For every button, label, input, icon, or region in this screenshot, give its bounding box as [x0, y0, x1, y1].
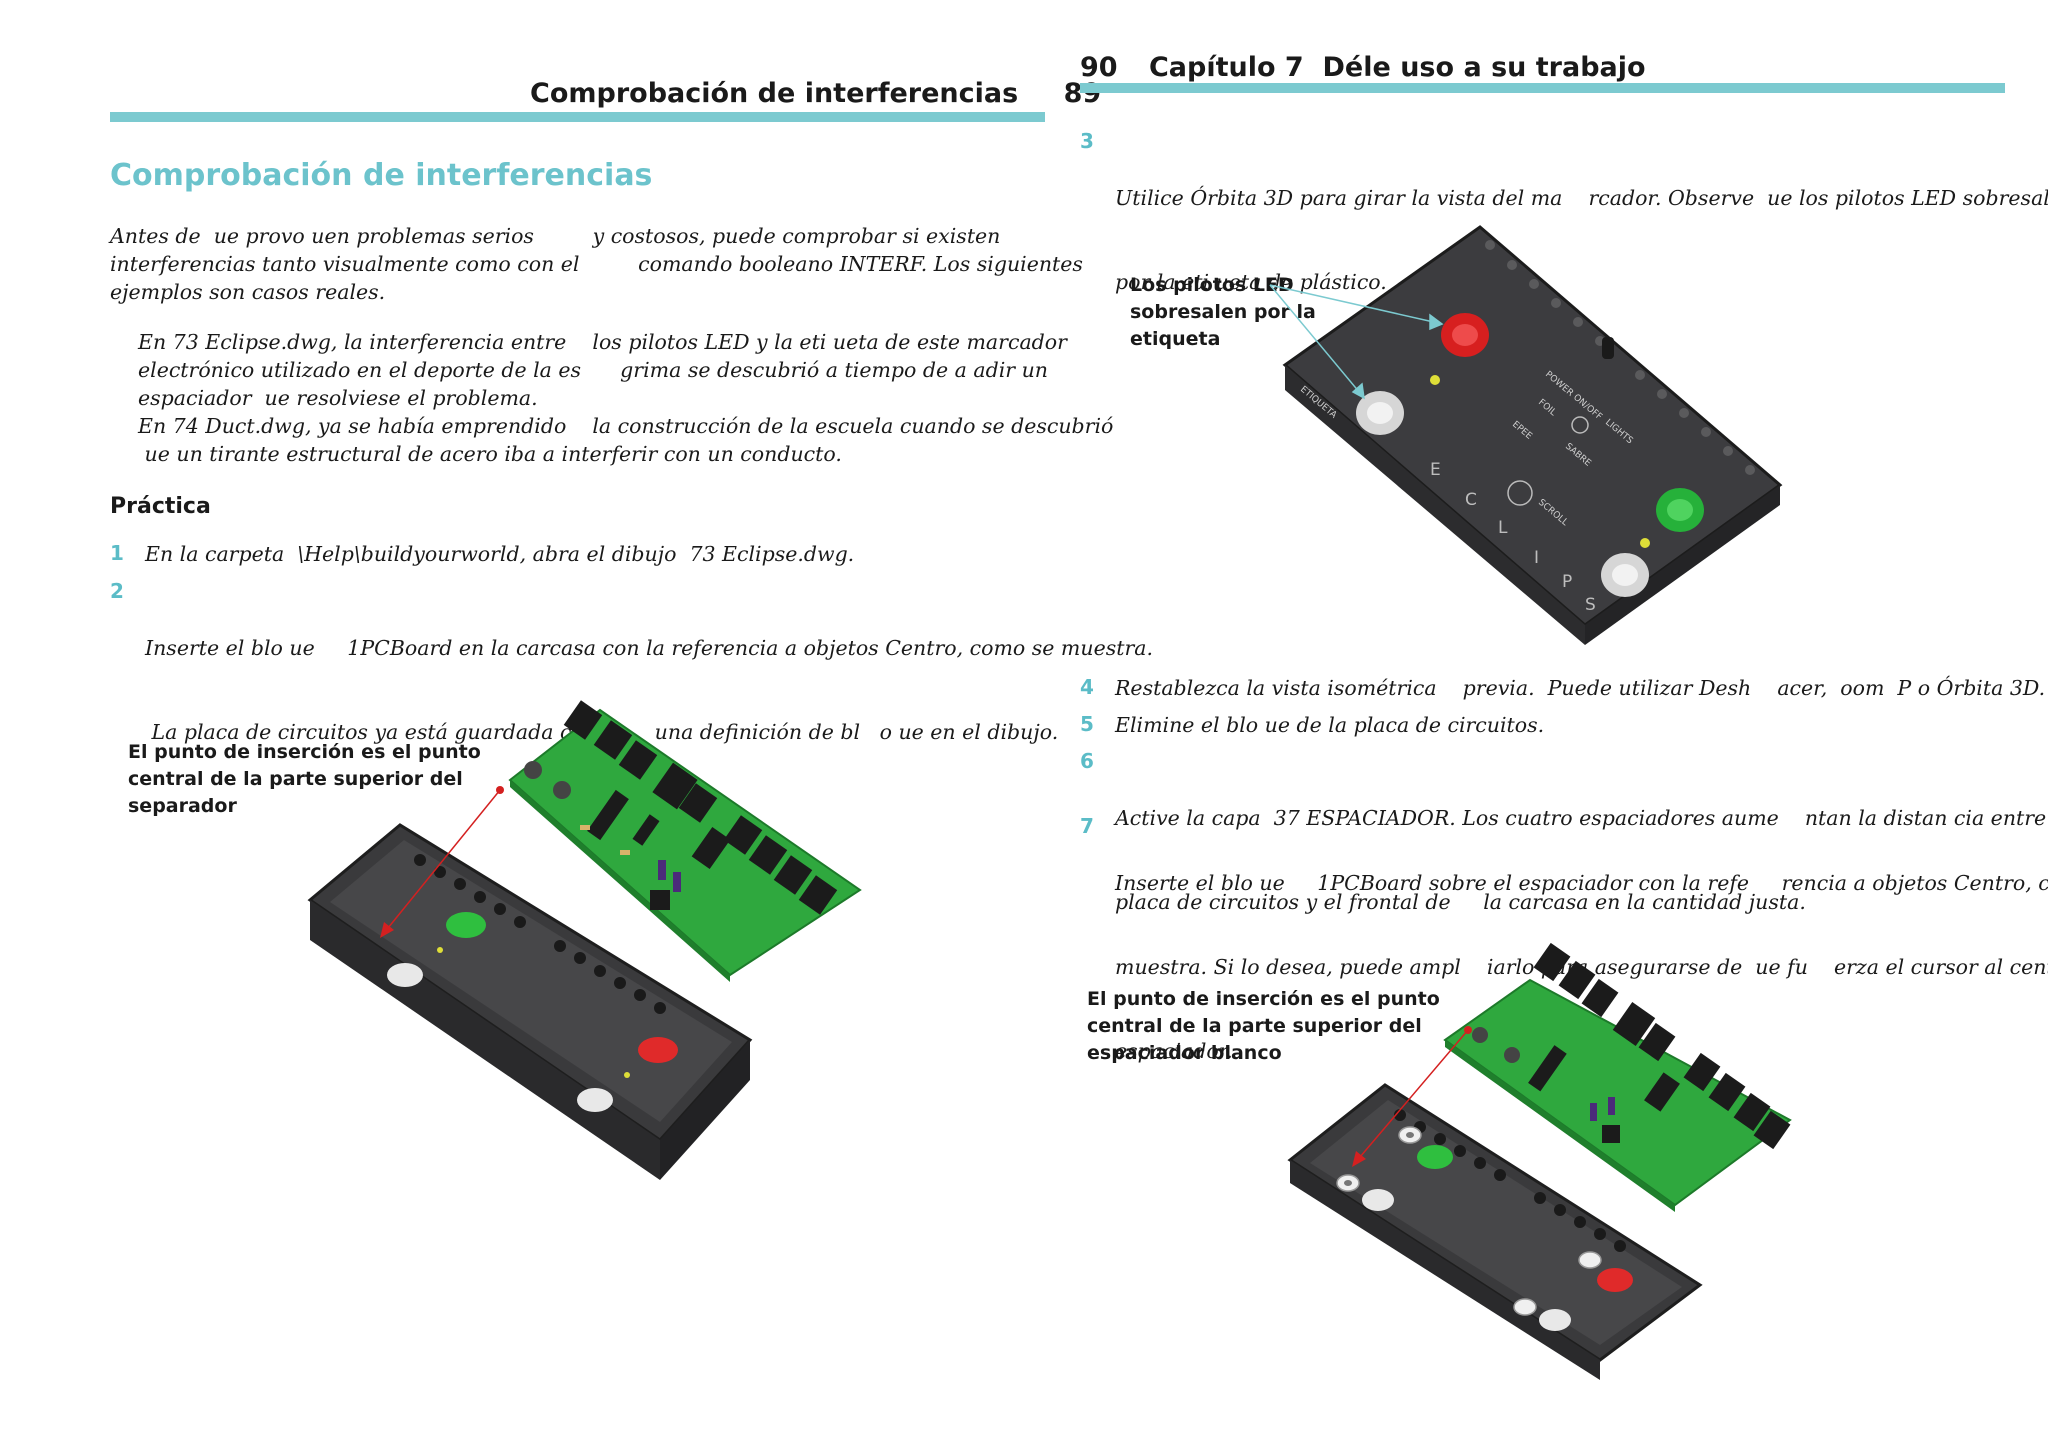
intro-line: interferencias tanto visualmente como co…	[110, 252, 1083, 276]
figure-callout-left: El punto de inserción es el punto centra…	[128, 739, 481, 820]
example-line: espaciador ue resolviese el problema.	[138, 386, 538, 410]
step-line: Inserte el blo ue 1PCBoard en la carcasa…	[145, 636, 1153, 660]
page-number-90: 90	[1080, 52, 1118, 83]
figure-callout-right: El punto de inserción es el punto centra…	[1087, 986, 1440, 1067]
device-letter: I	[1534, 548, 1539, 568]
running-head-left: Comprobación de interferencias 89	[530, 78, 1101, 109]
callout-line: central de la parte superior del	[128, 768, 463, 790]
running-head-chapter: Capítulo 7 Déle uso a su trabajo	[1148, 52, 1646, 83]
step-number: 2	[110, 579, 124, 603]
example-line: electrónico utilizado en el deporte de l…	[138, 358, 1049, 382]
step-line: placa de circuitos y el frontal de la ca…	[1115, 890, 1806, 914]
pcb-board	[508, 700, 862, 982]
callout-line: central de la parte superior del	[1087, 1015, 1422, 1037]
example-line: En 73 Eclipse.dwg, la interferencia entr…	[138, 330, 1067, 354]
step-line: Utilice Órbita 3D para girar la vista de…	[1115, 186, 2048, 210]
figure-pcb-spacer	[1287, 942, 1792, 1380]
device-letter: C	[1465, 490, 1477, 510]
header-rule-left	[110, 112, 1045, 122]
callout-line: espaciador blanco	[1087, 1042, 1282, 1064]
callout-line: El punto de inserción es el punto	[1087, 988, 1440, 1010]
step-line: Active la capa 37 ESPACIADOR. Los cuatro…	[1115, 806, 2048, 830]
callout-line: sobresalen por la	[1130, 301, 1316, 323]
led-callout: Los pilotos LED sobresalen por la etique…	[1130, 272, 1316, 353]
device-letter: E	[1430, 460, 1441, 480]
figure-orbit-view: POWER ON/OFF LIGHTS FOIL EPEE SABRE SCRO…	[1269, 225, 1783, 645]
step-number: 6	[1080, 749, 1094, 773]
intro-paragraph: Antes de ue provo uen problemas serios y…	[110, 222, 1083, 306]
pcb-board	[1443, 942, 1792, 1212]
section-title: Comprobación de interferencias	[110, 158, 653, 193]
device-letter: P	[1562, 572, 1572, 592]
step-number: 7	[1080, 814, 1094, 838]
insertion-arrow	[380, 786, 504, 938]
example-line: En 74 Duct.dwg, ya se había emprendido l…	[138, 414, 1114, 438]
step-text: Restablezca la vista isométrica previa. …	[1115, 676, 2046, 700]
callout-line: etiqueta	[1130, 328, 1221, 350]
header-rule-right	[1080, 83, 2005, 93]
callout-line: Los pilotos LED	[1130, 274, 1294, 296]
step-number: 5	[1080, 712, 1094, 736]
step-number: 4	[1080, 675, 1094, 699]
device-letter: L	[1498, 518, 1508, 538]
step-text: Utilice Órbita 3D para girar la vista de…	[1115, 128, 2048, 352]
intro-line: Antes de ue provo uen problemas serios y…	[110, 224, 1001, 248]
step-text: Elimine el blo ue de la placa de circuit…	[1115, 713, 1545, 737]
figure-pcb-and-case	[307, 700, 862, 1180]
insertion-arrow	[1352, 1026, 1472, 1167]
running-head-title: Comprobación de interferencias	[530, 78, 1019, 109]
device-letters: E C L I P S	[1430, 460, 1596, 615]
step-number: 3	[1080, 129, 1094, 153]
examples-paragraph: En 73 Eclipse.dwg, la interferencia entr…	[138, 328, 1114, 468]
intro-line: ejemplos son casos reales.	[110, 280, 386, 304]
step-number: 1	[110, 541, 124, 565]
callout-line: El punto de inserción es el punto	[128, 741, 481, 763]
step-line: Inserte el blo ue 1PCBoard sobre el espa…	[1115, 871, 2048, 895]
device-letter: S	[1585, 595, 1596, 615]
spacers	[1336, 1126, 1602, 1316]
practice-heading: Práctica	[110, 494, 211, 519]
case-enclosure	[307, 823, 753, 1180]
running-head-right: 90 Capítulo 7 Déle uso a su trabajo	[1080, 52, 1646, 83]
step-line: espaciador.	[1115, 1039, 1233, 1063]
callout-line: separador	[128, 795, 237, 817]
step-text: En la carpeta \Help\buildyourworld, abra…	[145, 542, 855, 566]
step-text: Active la capa 37 ESPACIADOR. Los cuatro…	[1115, 748, 2048, 972]
example-line: ue un tirante estructural de acero iba a…	[138, 442, 842, 466]
step-line: por la eti ueta de plástico.	[1115, 270, 1387, 294]
case-enclosure	[1287, 1083, 1703, 1380]
device-case	[1282, 225, 1783, 645]
led-callout-leaders	[1269, 284, 1444, 400]
step-text: Inserte el blo ue 1PCBoard sobre el espa…	[1115, 813, 2048, 1121]
